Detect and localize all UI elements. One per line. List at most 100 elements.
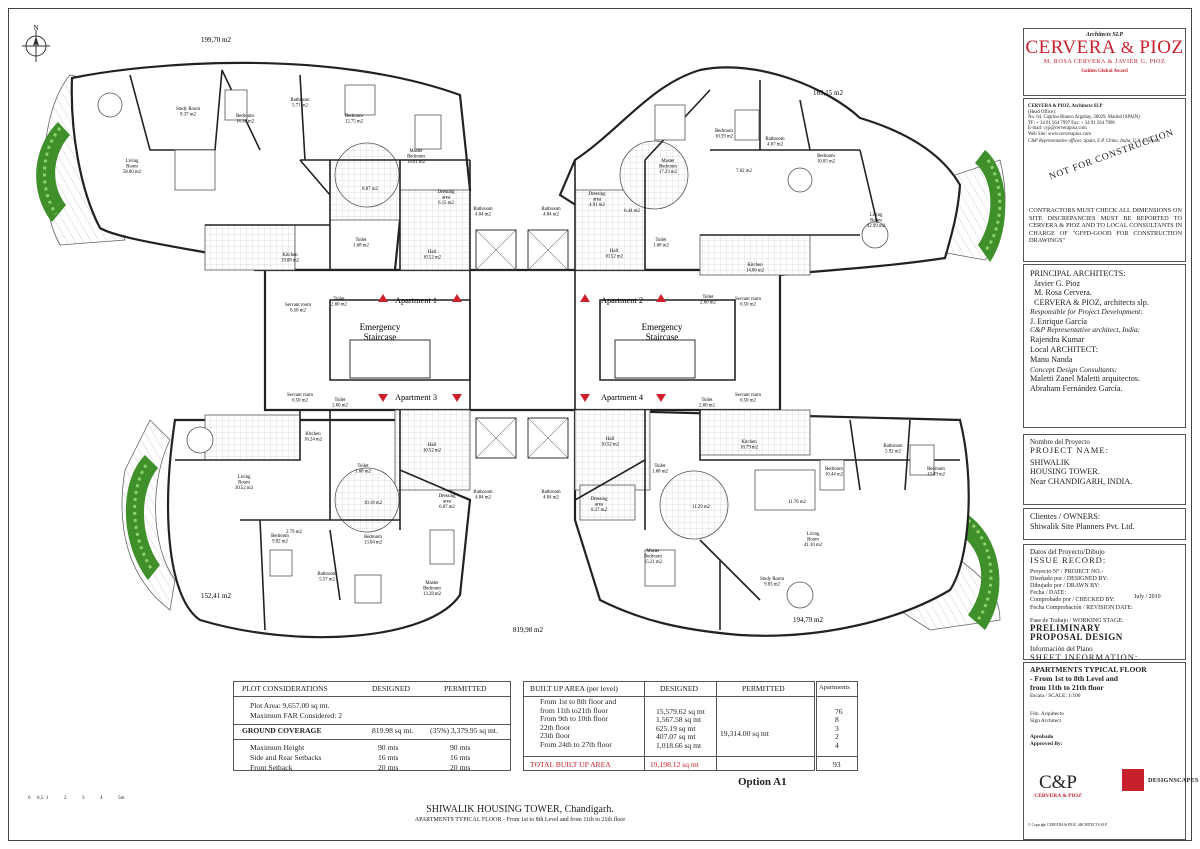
ground-coverage-designed: 819.98 sq mt. [372,726,414,735]
room-label: Bathroom [317,572,336,577]
room-area: 19.08 m2 [281,259,300,264]
principal-name: M. Rosa Cervera. [1034,288,1092,298]
issue-label-es: Datos del Proyecto/Dibujo [1030,548,1105,556]
room-area: 7.02 m2 [736,169,752,174]
room-label: Bedroom [236,114,254,119]
lift-shafts [349,229,696,459]
room-label: Servant room [285,303,311,308]
office-line: Web Site: www.cerverapioz.com [1028,131,1091,137]
local-architect-label: Local ARCHITECT: [1030,345,1099,355]
room-area: 8.87 m2 [362,187,378,192]
scale-mark: 0,5 [37,796,44,801]
room-area: 5.57 m2 [319,578,335,583]
drawing-subtitle: APARTMENTS TYPICAL FLOOR - From 1st to 8… [414,817,626,823]
issue-label: ISSUE RECORD: [1030,555,1107,565]
north-arrow-icon: N [22,24,50,62]
local-architect-name: Manu Nanda [1030,354,1073,364]
built-row-apartments: 3 [835,723,839,733]
room-label: Bedroom [364,535,382,540]
issue-line: Diseñado por / DESIGNED BY: [1030,575,1108,582]
room-label: Servant room [735,393,761,398]
room-area: 6.50 m2 [740,303,756,308]
planter-ne [975,150,1006,262]
project-label-es: Nombre del Proyecto [1030,438,1090,446]
room-label: Bathroom [765,137,784,142]
room-area: 13.49 m2 [927,473,946,478]
room-area: 6.50 m2 [290,309,306,314]
room-label: Bedroom [715,129,733,134]
approved-line: Approved By: [1030,740,1063,747]
apartments-total: 93 [833,760,841,769]
built-header-label: BUILT UP AREA (per level) [530,684,618,693]
plot-cell-permitted: 20 mts [450,763,471,772]
room-area: 15.21 m2 [644,560,663,565]
built-row-apartments: 8 [835,715,839,725]
issue-line: Fecha Comprobación / REVISION DATE: [1030,604,1133,611]
room-area: 2.60 m2 [699,404,715,409]
area-label-ne: 163,15 m2 [813,89,843,97]
room-area: 18.79 m2 [740,446,759,451]
room-label: Kitchen [282,253,298,258]
area-label-se: 194,79 m2 [793,616,823,624]
room-area: 16.24 m2 [304,438,323,443]
cp-rep-name: Rajendra Kumar [1030,334,1085,344]
area-label-sw: 152,41 m2 [201,592,231,600]
room-area: 10.52 m2 [423,449,442,454]
room-label: Toilet [333,297,345,302]
room-area: 4.67 m2 [767,143,783,148]
plot-header-label: PLOT CONSIDERATIONS [242,684,328,693]
room-label: Toilet [655,238,667,243]
plot-cell-label: Front Setback [250,763,293,772]
room-area: 12.75 m2 [345,120,364,125]
sheet-title-line: from 11th to 21th floor [1030,682,1104,692]
total-built-label: TOTAL BUILT UP AREA [530,760,611,769]
room-label: Study Room [176,107,200,112]
room-area: 5.71 m2 [292,104,308,109]
issue-line: Fecha / DATE: [1030,590,1066,597]
built-row-label: 22th floor [540,722,571,732]
ground-coverage-label: GROUND COVERAGE [242,726,322,735]
room-area: 10.05 m2 [817,160,836,165]
principal-name: Javier G. Pioz [1034,278,1081,288]
room-area: 1.68 m2 [353,244,369,249]
room-label: Bedroom [927,467,945,472]
room-label: Servant room [735,297,761,302]
room-label: Bedroom [271,534,289,539]
room-label: Kitchen [305,432,321,437]
firm-name: CERVERA & PIOZ [1025,37,1184,58]
apartment-label-1: Apartment 1 [395,296,437,305]
room-label: Bathroom [473,490,492,495]
floor-plan: N [22,24,1006,639]
room-area: 10.39 m2 [715,135,734,140]
room-area: 10.52 m2 [605,255,624,260]
working-stage: PRELIMINARY [1030,622,1101,633]
office-info: CERVERA & PIOZ, Architects SLP (Head Off… [1024,99,1185,144]
room-area: 13.04 m2 [364,541,383,546]
room-area: 13.28 m2 [423,592,442,597]
room-area: 14.06 m2 [746,269,765,274]
area-label-total: 819,98 m2 [513,626,543,634]
built-row-designed: 407.07 sq mt [656,732,696,742]
north-label: N [33,24,38,32]
cp-logo: C&P CERVERA & PIOZ [1034,772,1082,800]
room-label: Hall [610,249,619,254]
responsible-name: J. Enrique García [1030,316,1088,326]
room-area: 10.52 m2 [423,256,442,261]
room-label: Hall [606,437,615,442]
ground-coverage-permitted: (35%) 3,379.95 sq mt. [430,726,498,735]
office-line: (Head Office): [1028,109,1057,115]
sheet-scale: Escala / SCALE: 1/100 [1030,693,1081,700]
firm-award: Golden Global Award [1081,69,1128,74]
plot-cell-label: Side and Rear Setbacks [250,753,322,762]
